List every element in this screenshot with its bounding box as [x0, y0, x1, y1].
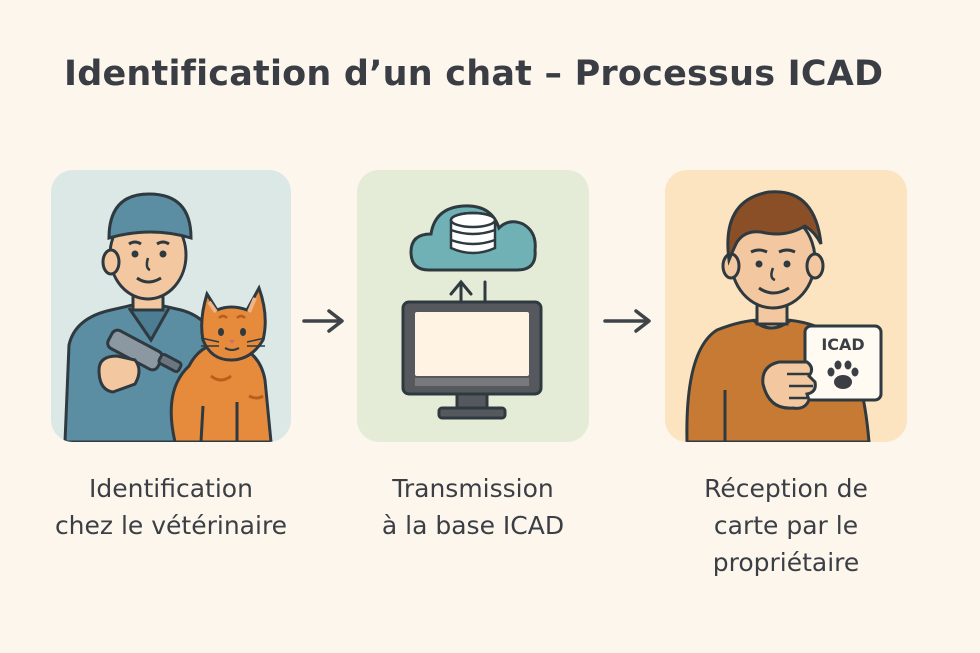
- arrow-right-icon: [603, 309, 651, 333]
- step-label-identification: Identification chez le vétérinaire: [31, 470, 311, 544]
- step-card-database: [357, 170, 589, 442]
- database-icon: [449, 211, 497, 255]
- step-label-line: Réception de: [704, 474, 868, 503]
- owner-with-card-icon: ICAD: [685, 190, 883, 442]
- step-label-reception: Réception de carte par le propriétaire: [655, 470, 917, 581]
- computer-monitor-icon: [401, 300, 543, 420]
- step-label-line: propriétaire: [712, 548, 860, 577]
- arrow-right-icon: [302, 309, 344, 333]
- step-label-transmission: Transmission à la base ICAD: [343, 470, 603, 544]
- step-card-owner: ICAD: [665, 170, 907, 442]
- step-label-line: Transmission: [392, 474, 554, 503]
- veterinarian-with-cat-icon: [63, 192, 273, 442]
- step-label-line: carte par le: [713, 511, 859, 540]
- step-label-line: Identification: [89, 474, 253, 503]
- step-label-line: à la base ICAD: [381, 511, 565, 540]
- page-title: Identification d’un chat – Processus ICA…: [64, 54, 884, 94]
- step-card-veterinarian: [51, 170, 291, 442]
- icad-card-label: ICAD: [821, 335, 864, 354]
- cloud-database-computer-icon: [401, 204, 543, 420]
- step-label-line: chez le vétérinaire: [54, 511, 288, 540]
- paw-icon: [827, 360, 859, 389]
- icad-card: ICAD: [803, 324, 883, 402]
